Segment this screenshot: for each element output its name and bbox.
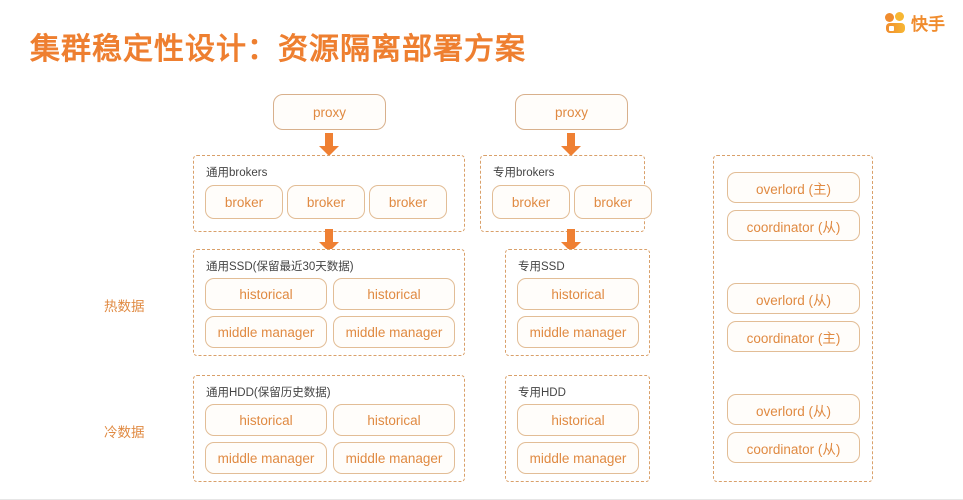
side-label-cold-data: 冷数据 bbox=[104, 425, 145, 440]
middle-manager-node[interactable]: middle manager bbox=[517, 316, 639, 348]
overlord-node[interactable]: overlord (从) bbox=[727, 283, 860, 314]
middle-manager-node[interactable]: middle manager bbox=[333, 316, 455, 348]
group-dedicated-ssd: 专用SSD historical middle manager bbox=[505, 249, 650, 356]
middle-manager-node[interactable]: middle manager bbox=[333, 442, 455, 474]
group-dedicated-brokers: 专用brokers broker broker bbox=[480, 155, 652, 232]
arrow-down-icon bbox=[560, 229, 582, 253]
broker-node[interactable]: broker bbox=[574, 185, 652, 219]
group-label: 通用brokers bbox=[206, 167, 268, 179]
proxy-node-dedicated[interactable]: proxy bbox=[515, 94, 628, 130]
historical-node[interactable]: historical bbox=[205, 404, 327, 436]
group-general-hdd: 通用HDD(保留历史数据) historical historical midd… bbox=[193, 375, 465, 482]
brand-name: 快手 bbox=[911, 15, 945, 34]
arrow-down-icon bbox=[318, 229, 340, 253]
group-general-brokers: 通用brokers broker broker broker bbox=[193, 155, 465, 232]
group-dedicated-hdd: 专用HDD historical middle manager bbox=[505, 375, 650, 482]
group-master-column: overlord (主) coordinator (从) overlord (从… bbox=[713, 155, 873, 482]
historical-node[interactable]: historical bbox=[333, 404, 455, 436]
arrow-down-icon bbox=[318, 133, 340, 157]
brand-logo: 快手 bbox=[885, 10, 945, 35]
historical-node[interactable]: historical bbox=[517, 278, 639, 310]
broker-node[interactable]: broker bbox=[369, 185, 447, 219]
side-label-hot-data: 热数据 bbox=[104, 299, 145, 314]
middle-manager-node[interactable]: middle manager bbox=[205, 316, 327, 348]
arrow-down-icon bbox=[560, 133, 582, 157]
middle-manager-node[interactable]: middle manager bbox=[205, 442, 327, 474]
kuaishou-logo-icon bbox=[885, 11, 907, 34]
coordinator-node[interactable]: coordinator (主) bbox=[727, 321, 860, 352]
historical-node[interactable]: historical bbox=[517, 404, 639, 436]
historical-node[interactable]: historical bbox=[333, 278, 455, 310]
overlord-node[interactable]: overlord (主) bbox=[727, 172, 860, 203]
group-label: 通用SSD(保留最近30天数据) bbox=[206, 261, 354, 273]
coordinator-node[interactable]: coordinator (从) bbox=[727, 210, 860, 241]
page-title: 集群稳定性设计：资源隔离部署方案 bbox=[30, 33, 526, 66]
proxy-node-general[interactable]: proxy bbox=[273, 94, 386, 130]
middle-manager-node[interactable]: middle manager bbox=[517, 442, 639, 474]
group-label: 专用HDD bbox=[518, 387, 566, 399]
broker-node[interactable]: broker bbox=[205, 185, 283, 219]
broker-node[interactable]: broker bbox=[287, 185, 365, 219]
broker-node[interactable]: broker bbox=[492, 185, 570, 219]
historical-node[interactable]: historical bbox=[205, 278, 327, 310]
group-label: 专用brokers bbox=[493, 167, 555, 179]
group-label: 通用HDD(保留历史数据) bbox=[206, 387, 331, 399]
group-general-ssd: 通用SSD(保留最近30天数据) historical historical m… bbox=[193, 249, 465, 356]
coordinator-node[interactable]: coordinator (从) bbox=[727, 432, 860, 463]
group-label: 专用SSD bbox=[518, 261, 565, 273]
overlord-node[interactable]: overlord (从) bbox=[727, 394, 860, 425]
